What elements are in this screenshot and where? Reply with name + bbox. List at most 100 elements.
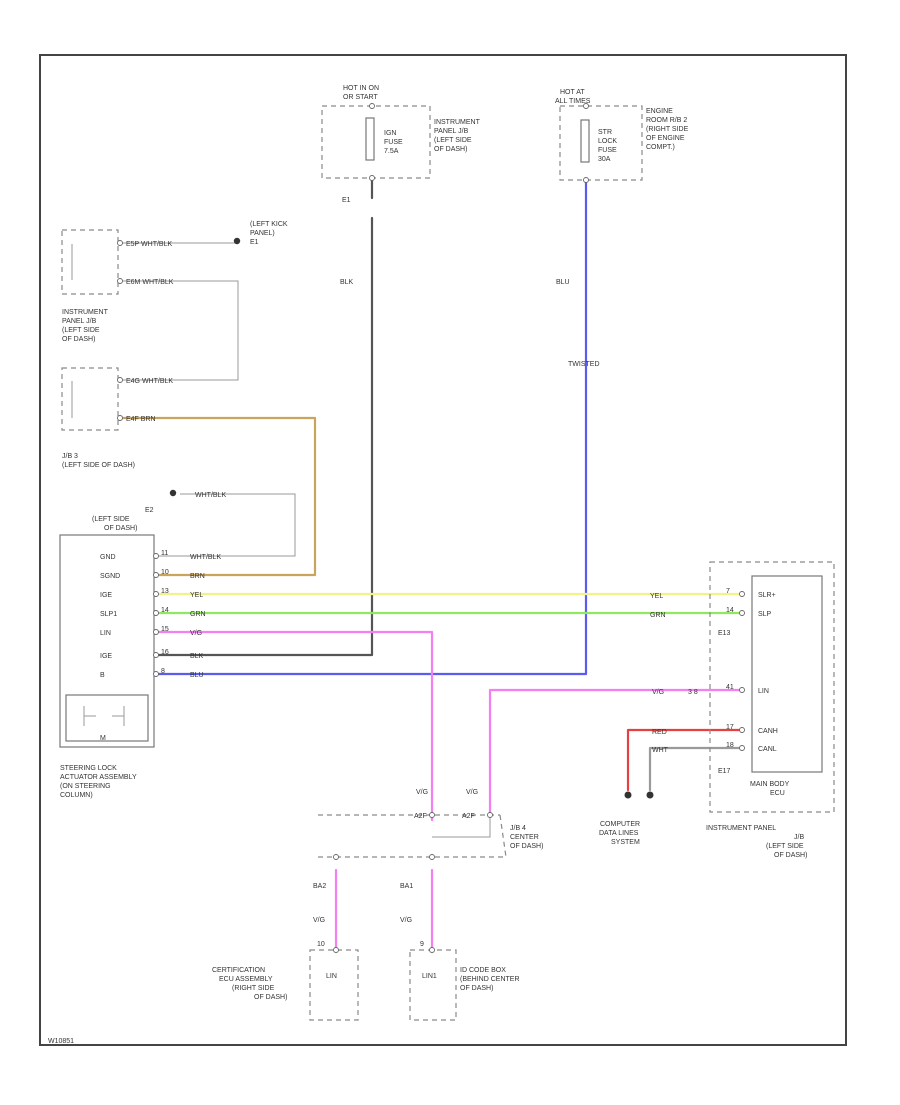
main-body-ecu-2: ECU — [770, 790, 785, 797]
ip-jb-row-e6m: E6M WHT/BLK — [126, 279, 174, 286]
jb4-side-dash — [499, 814, 507, 858]
jb4-ba-right: BA1 — [400, 883, 413, 890]
id-code-l2: (BEHIND CENTER — [460, 976, 520, 983]
certification-ecu: 10 LIN CERTIFICATION ECU ASSEMBLY (RIGHT… — [212, 941, 359, 1021]
cert-ecu-l4: OF DASH) — [254, 994, 287, 1001]
main-body-pin-num: 18 — [726, 742, 734, 749]
fuse-ig-jb-2: PANEL J/B — [434, 128, 469, 135]
fuse-at-jb-5: COMPT.) — [646, 144, 675, 151]
fuse-at-fuse-4: 30A — [598, 156, 611, 163]
jb4-label-3: OF DASH) — [510, 843, 543, 850]
fuse-at-header-2: ALL TIMES — [555, 98, 591, 105]
cert-ecu-outline — [309, 949, 359, 1021]
main-body-jb-outline — [709, 561, 835, 813]
ip-jb-pin-e5p — [117, 240, 123, 246]
steering-lock-pin — [153, 591, 159, 597]
main-body-connector-id: E13 — [718, 630, 731, 637]
diagram-frame — [39, 54, 847, 1046]
jb4-vg-low-right: V/G — [400, 917, 412, 924]
fuse-ig-jb-3: (LEFT SIDE — [434, 137, 472, 144]
fuse-at-jb-2: ROOM R/B 2 — [646, 117, 687, 124]
steering-lock-pin — [153, 610, 159, 616]
ground-e2-l1: (LEFT SIDE — [92, 516, 130, 523]
id-code-pin-num: 9 — [420, 941, 424, 948]
wires — [118, 176, 742, 950]
steering-lock-pin-num: 8 — [161, 668, 165, 675]
fuse-at-jb-4: OF ENGINE — [646, 135, 685, 142]
wire-label-blk: BLK — [340, 279, 354, 286]
id-code-outline — [409, 949, 457, 1021]
id-code-l3: OF DASH) — [460, 985, 493, 992]
cert-ecu-pin — [333, 947, 339, 953]
jb4-pin-a-dot — [429, 812, 435, 818]
main-body-connector-id: E17 — [718, 768, 731, 775]
steering-lock-pin-num: 14 — [161, 607, 169, 614]
right-wire-labels: YEL GRN V/G 3 8 RED WHT — [650, 593, 698, 754]
fuse-at-jb-3: (RIGHT SIDE — [646, 126, 689, 133]
steering-lock-pin-color: WHT/BLK — [190, 554, 221, 561]
ip-jb-left-l3: (LEFT SIDE — [62, 327, 100, 334]
steering-lock-motor-box — [65, 694, 149, 742]
fuse-ig-fuse-2: FUSE — [384, 139, 403, 146]
ground-left-kick-l1: (LEFT KICK — [250, 221, 288, 228]
ip-jb-left-l4: OF DASH) — [62, 336, 95, 343]
steering-lock-caption-2: ACTUATOR ASSEMBLY — [60, 774, 137, 781]
jb4: V/G V/G A2F A2F J/B 4 CENTER OF DASH) BA… — [313, 789, 543, 924]
fuse-ig-element — [365, 117, 375, 161]
steering-lock-pin-label: IGE — [100, 653, 112, 660]
fuse-ig-header-1: HOT IN ON — [343, 85, 379, 92]
jb4-bridge — [432, 815, 491, 838]
steering-lock-pin — [153, 553, 159, 559]
steering-lock-actuator: GND11WHT/BLKSGND10BRNIGE13YELSLP114GRNLI… — [59, 534, 221, 799]
ground-left-kick-l3: E1 — [250, 239, 259, 246]
steering-lock-pin-num: 15 — [161, 626, 169, 633]
fuse-ig-fuse-3: 7.5A — [384, 148, 399, 155]
wire-label-red: RED — [652, 729, 667, 736]
steering-lock-pin — [153, 629, 159, 635]
jb3-outline — [61, 367, 119, 431]
steering-lock-pin-label: SGND — [100, 573, 120, 580]
jb4-ba-left: BA2 — [313, 883, 326, 890]
fuse-at-fuse-2: LOCK — [598, 138, 617, 145]
fuse-at-top-pin — [583, 103, 589, 109]
motor-symbol — [83, 706, 125, 726]
ip-jb-row-e5p: E5P WHT/BLK — [126, 241, 172, 248]
id-code-lbl: LIN1 — [422, 973, 437, 980]
can-system-l2: DATA LINES — [599, 830, 639, 837]
jb3-pin-e4f — [117, 415, 123, 421]
wire-label-vg-lin: V/G — [652, 689, 664, 696]
cert-ecu-pin-num: 10 — [317, 941, 325, 948]
jb3-row-e4g: E4G WHT/BLK — [126, 378, 173, 385]
fuse-ig-header-2: OR START — [343, 94, 378, 101]
fuse-at-fuse-1: STR — [598, 129, 612, 136]
fuse-box-ig: HOT IN ON OR START IGN FUSE 7.5A INSTRUM… — [321, 85, 481, 286]
steering-lock-pin-num: 16 — [161, 649, 169, 656]
ground-e2-l2: OF DASH) — [104, 525, 137, 532]
steering-lock-caption-4: COLUMN) — [60, 792, 93, 799]
ip-jb-left-l1: INSTRUMENT — [62, 309, 109, 316]
steering-lock-outline — [59, 534, 155, 748]
steering-lock-pin-color: BLK — [190, 653, 204, 660]
main-body-jb-2: J/B — [794, 834, 804, 841]
fuse-ig-top-pin — [369, 103, 375, 109]
steering-lock-caption-3: (ON STEERING — [60, 783, 111, 790]
jb3-label-1: J/B 3 — [62, 453, 78, 460]
left-jb-connectors: E5P WHT/BLK E6M WHT/BLK (LEFT KICK PANEL… — [61, 221, 288, 469]
main-body-pin-label: SLP — [758, 611, 772, 618]
wire-brn — [118, 416, 317, 577]
jb4-label-1: J/B 4 — [510, 825, 526, 832]
steering-lock-pin-label: LIN — [100, 630, 111, 637]
steering-lock-caption-1: STEERING LOCK — [60, 765, 117, 772]
main-body-pin-label: CANL — [758, 746, 777, 753]
main-body-jb-3: (LEFT SIDE — [766, 843, 804, 850]
main-body-pin-num: 7 — [726, 588, 730, 595]
id-code-pin — [429, 947, 435, 953]
main-body-pin — [739, 591, 745, 597]
wire-label-grn-right: GRN — [650, 612, 666, 619]
wire-vg-right — [488, 688, 742, 817]
main-body-ecu-1: MAIN BODY — [750, 781, 790, 788]
jb4-vg-left: V/G — [416, 789, 428, 796]
can-system-l3: SYSTEM — [611, 839, 640, 846]
fuse-at-jb-1: ENGINE — [646, 108, 673, 115]
